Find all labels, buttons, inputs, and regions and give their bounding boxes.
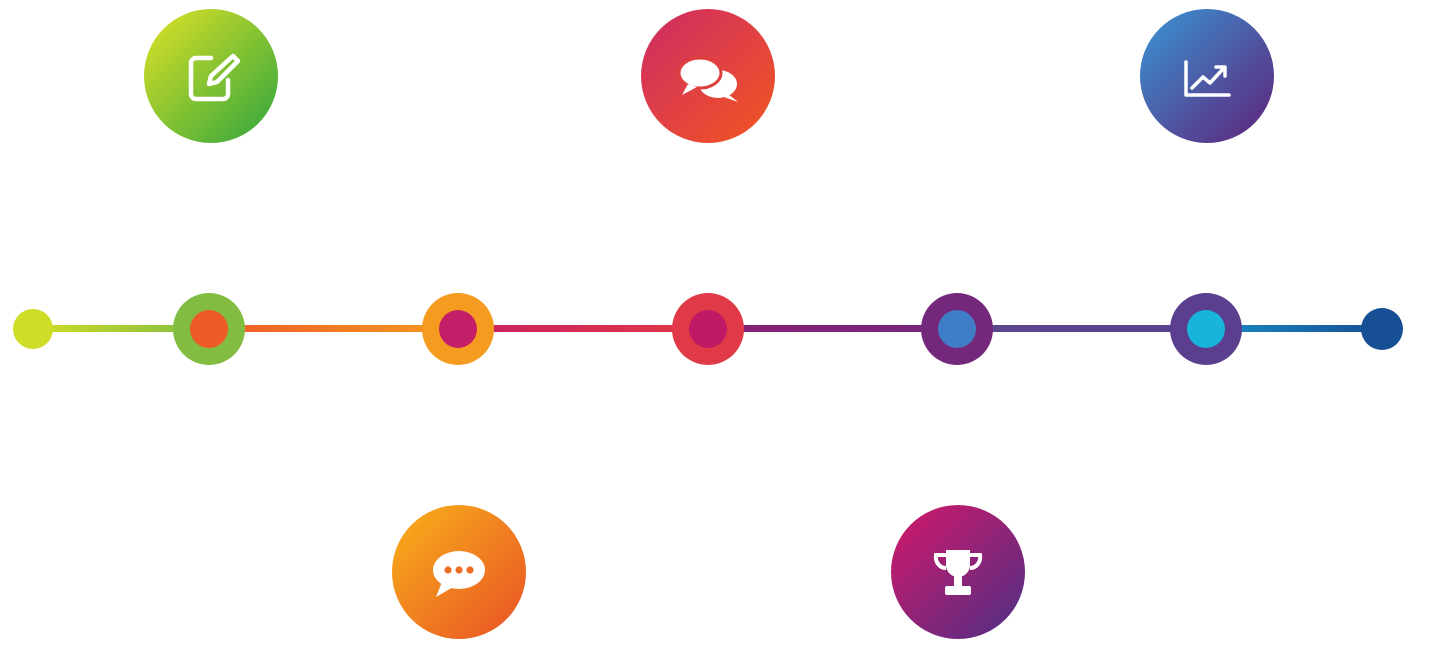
timeline-nodes [173,293,1242,365]
growth-milestone [1140,9,1274,143]
timeline-node [1170,293,1242,365]
timeline-node [422,293,494,365]
comments-icon [677,56,738,102]
timeline-segment [33,325,209,332]
edit-milestone [144,9,278,143]
timeline-segment [957,325,1206,332]
timeline-start-dot [13,309,53,349]
timeline-node [173,293,245,365]
timeline-segment [209,325,458,332]
discuss-milestone [641,9,775,143]
milestone-badges [144,9,1274,639]
timeline-node-core [439,310,477,348]
timeline-node-core [938,310,976,348]
timeline-node [921,293,993,365]
timeline-segment [708,325,957,332]
trophy-icon [933,550,983,595]
speech-bubble-icon [433,551,485,597]
timeline-segment [458,325,708,332]
award-milestone [891,505,1025,639]
timeline-node-core [689,310,727,348]
timeline-node [672,293,744,365]
timeline-segment [1206,325,1382,332]
timeline-end-dot [1361,308,1403,350]
milestone-circle [1140,9,1274,143]
line-chart-icon [1184,60,1231,97]
timeline-node-core [1187,310,1225,348]
edit-icon [188,53,241,102]
timeline-line [33,325,1382,332]
timeline-node-core [190,310,228,348]
chat-milestone [392,505,526,639]
